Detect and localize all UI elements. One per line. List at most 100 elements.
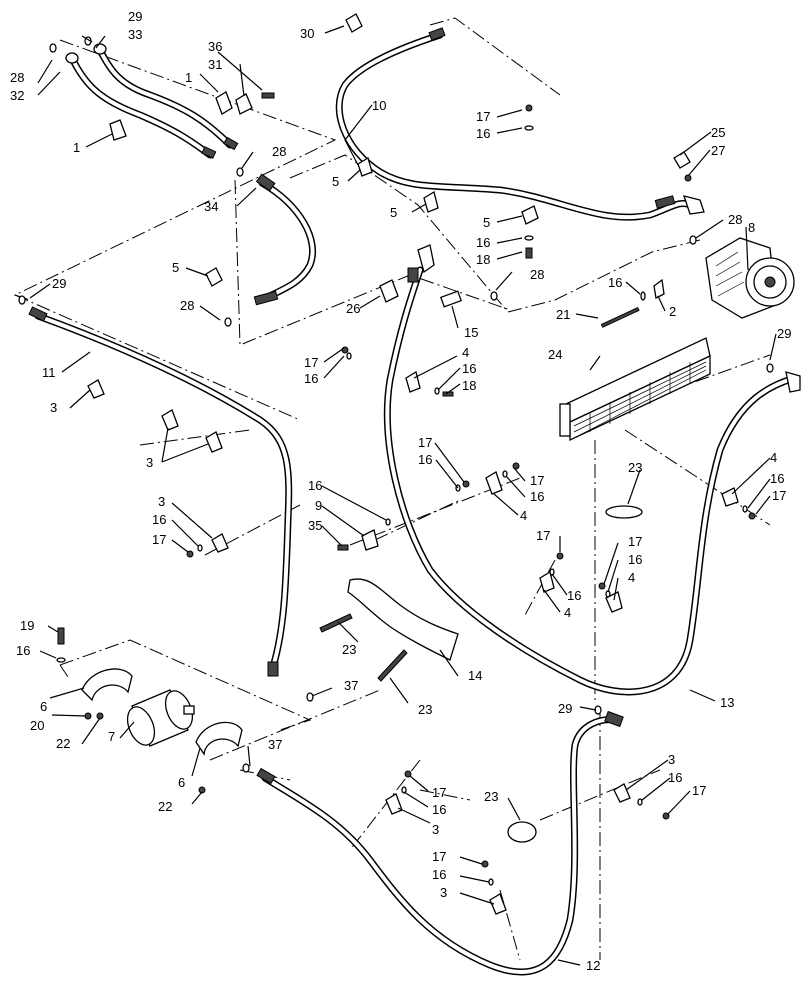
callout-37: 37 [344,678,358,693]
callout-16: 16 [476,235,490,250]
callout-28: 28 [180,298,194,313]
receiver-drier-7 [126,689,195,747]
callout-9: 9 [315,498,322,513]
compressor-8 [705,237,795,319]
callout-17: 17 [418,435,432,450]
callout-34: 34 [204,199,218,214]
callout-5: 5 [483,215,490,230]
callout-8: 8 [748,220,755,235]
callout-4: 4 [520,508,527,523]
callout-4: 4 [770,450,777,465]
cap-25 [673,151,691,169]
callout-16: 16 [16,643,30,658]
clamp-5c [521,205,539,225]
callout-6: 6 [40,699,47,714]
bracket-6a [81,668,133,702]
o-ring-29c [766,363,774,373]
callout-2: 2 [669,304,676,319]
callout-17: 17 [432,785,446,800]
upper-assembly-boundary [289,17,701,313]
callout-17: 17 [304,355,318,370]
callout-18: 18 [462,378,476,393]
callout-16: 16 [530,489,544,504]
callout-17: 17 [536,528,550,543]
nut-17l [481,860,489,868]
clamp-3d [613,783,631,803]
callout-16: 16 [668,770,682,785]
callout-6: 6 [178,775,185,790]
o-ring-28f [224,317,232,327]
tie-strap-23c [377,649,408,682]
elbow-fitting-13 [417,244,435,274]
clamp-3f [489,893,507,915]
callout-26: 26 [346,301,360,316]
o-ring-37b [242,763,250,773]
tie-strap-23a [605,505,643,519]
callout-23: 23 [484,789,498,804]
condenser-24 [559,337,711,442]
nut-17j [662,812,670,820]
nut-17g [186,550,194,558]
o-ring-28a [49,43,57,53]
hose-13 [383,266,799,696]
callout-1: 1 [185,70,192,85]
clamp-4e [605,591,623,613]
assembly-lines [13,17,771,961]
callout-12: 12 [586,958,600,973]
callout-15: 15 [464,325,478,340]
callout-35: 35 [308,518,322,533]
callout-29: 29 [52,276,66,291]
callout-16: 16 [567,588,581,603]
hose-end-10-top [428,27,446,41]
callout-17: 17 [772,488,786,503]
callout-23: 23 [418,702,432,717]
hose-end-32 [201,146,217,159]
callout-17: 17 [692,783,706,798]
screw-36 [261,92,275,99]
callout-29: 29 [558,701,572,716]
bolt-18a [525,247,533,259]
bracket-6b [195,721,243,756]
clip-30 [345,13,363,33]
washer-16a [524,125,534,131]
callout-3: 3 [432,822,439,837]
nut-17k [404,770,412,778]
callout-22: 22 [56,736,70,751]
cooler-alignment [559,354,771,960]
callout-20: 20 [30,718,44,733]
bracket-31 [235,93,253,115]
callout-3: 3 [668,752,675,767]
callout-37: 37 [268,737,282,752]
callout-3: 3 [50,400,57,415]
washer-16c [640,291,646,301]
callout-18: 18 [476,252,490,267]
callout-23: 23 [628,460,642,475]
clamp-3c [211,533,229,553]
hose-end-33 [223,136,239,151]
callout-10: 10 [372,98,386,113]
callout-16: 16 [418,452,432,467]
hose-end-34-bottom [253,290,279,306]
callout-28: 28 [530,267,544,282]
washer-16g [502,470,508,478]
callout-29: 29 [128,9,142,24]
washer-16k [385,518,391,526]
leader-lines [29,25,777,966]
hose-end-11-top [28,306,48,322]
callout-4: 4 [628,570,635,585]
screw-22b [198,786,206,794]
washer-16d [346,352,352,360]
callout-16: 16 [628,552,642,567]
callout-17: 17 [432,849,446,864]
valve-27 [684,174,692,182]
o-ring-28b [236,167,244,177]
callout-1: 1 [73,140,80,155]
o-ring-28c [689,235,697,245]
clamp-9 [361,529,379,551]
washer-16b [524,235,534,241]
callout-32: 32 [10,88,24,103]
hose-end-10-right [654,195,676,209]
callout-5: 5 [390,205,397,220]
clamp-4b [485,471,503,495]
callout-3: 3 [158,494,165,509]
